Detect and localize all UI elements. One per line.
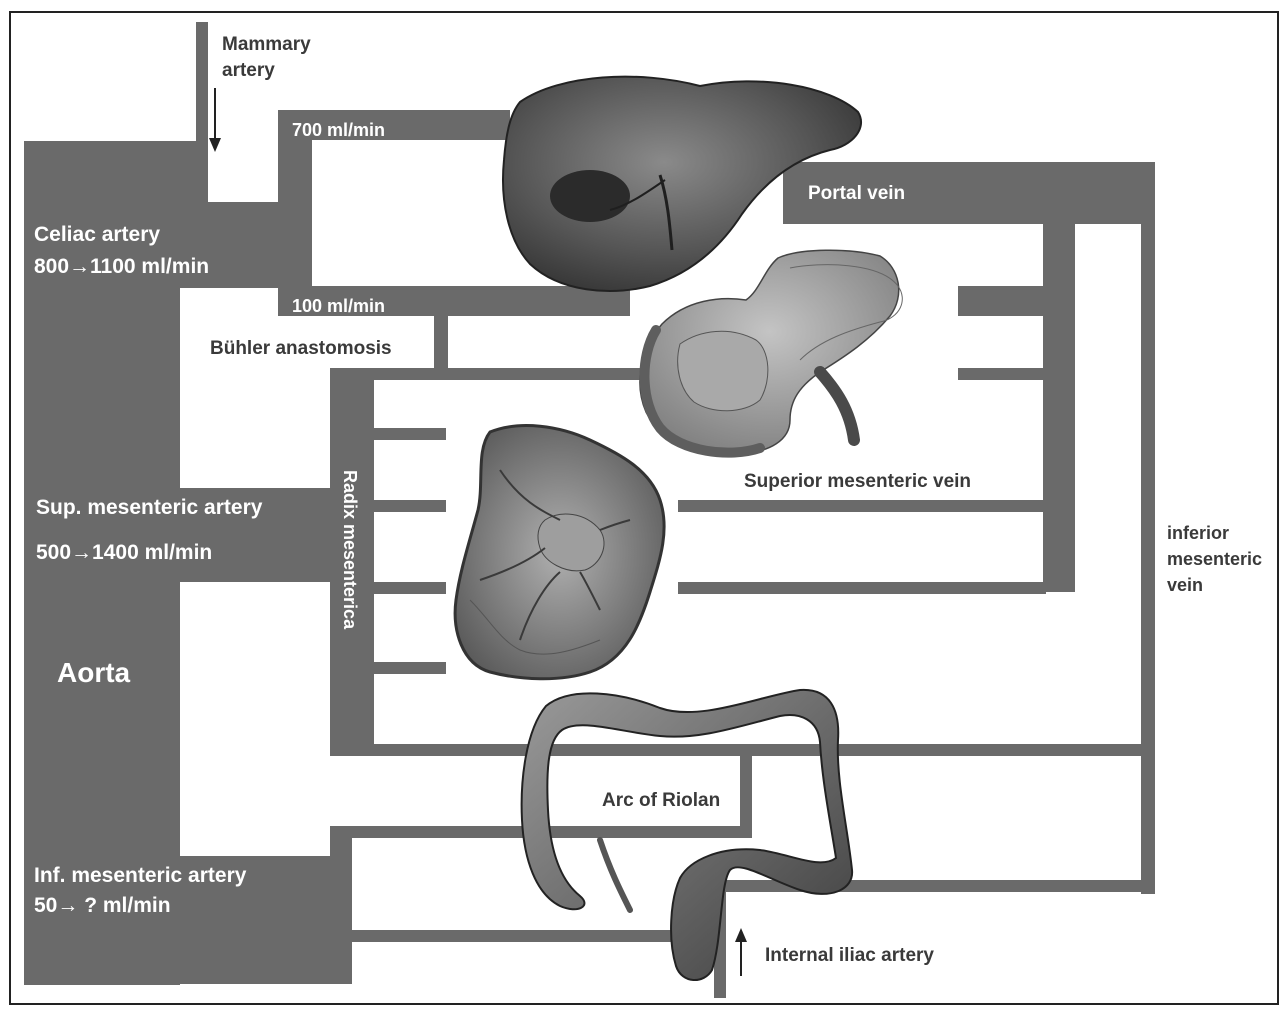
jejunal-branch-2 — [374, 500, 446, 512]
celiac-artery-label: Celiac artery — [34, 223, 160, 246]
pancreas-head — [678, 331, 768, 410]
smv-branch-1 — [678, 500, 1046, 512]
mammary-artery-vessel — [196, 22, 208, 204]
inferior-mesenteric-vein-label-3: vein — [1167, 575, 1203, 595]
buhler-connector — [434, 316, 448, 370]
radix-top-branch — [330, 368, 660, 380]
ima-flow-label: 50→ ? ml/min — [34, 894, 171, 917]
aorta-label: Aorta — [57, 657, 131, 688]
portal-collector — [1043, 162, 1075, 592]
jejunal-branch-4 — [374, 662, 446, 674]
celiac-artery-flow-label: 800→1100 ml/min — [34, 255, 209, 278]
arc-of-riolan-label: Arc of Riolan — [602, 790, 720, 811]
small-intestine-illustration — [455, 426, 664, 679]
portal-vein-label: Portal vein — [808, 183, 905, 204]
flow-100-label: 100 ml/min — [292, 296, 385, 316]
pancreas-duodenum-illustration — [640, 250, 902, 454]
mammary-arrow-icon — [209, 138, 221, 152]
ima-riser — [330, 826, 352, 984]
flow-700-label: 700 ml/min — [292, 120, 385, 140]
jejunal-branch-3 — [374, 582, 446, 594]
smv-branch-2 — [678, 582, 1046, 594]
gallbladder — [550, 170, 630, 222]
inferior-mesenteric-vein-label-2: mesenteric — [1167, 549, 1262, 569]
superior-mesenteric-vein-label: Superior mesenteric vein — [744, 471, 971, 492]
pancreatic-vein-branch — [958, 368, 1046, 380]
mammary-artery-label-2: artery — [222, 60, 275, 81]
ima-lower-branch — [330, 930, 722, 942]
iliac-arrow-icon — [735, 928, 747, 942]
ima-label: Inf. mesenteric artery — [34, 864, 247, 887]
jejunal-branch-1 — [374, 428, 446, 440]
buhler-anastomosis-label: Bühler anastomosis — [210, 338, 392, 359]
inferior-mesenteric-vein-vessel — [1141, 162, 1155, 894]
sma-flow-label: 500→1400 ml/min — [36, 541, 212, 564]
radix-mesenterica-label: Radix mesenterica — [340, 470, 360, 630]
mammary-artery-label-1: Mammary — [222, 34, 311, 55]
radix-bottom-branch — [330, 744, 1144, 756]
internal-iliac-artery-label: Internal iliac artery — [765, 945, 934, 966]
sma-label: Sup. mesenteric artery — [36, 496, 263, 519]
inferior-mesenteric-vein-label-1: inferior — [1167, 523, 1229, 543]
splenic-vein-branch — [958, 286, 1046, 316]
arc-of-riolan-vessel — [740, 756, 752, 838]
